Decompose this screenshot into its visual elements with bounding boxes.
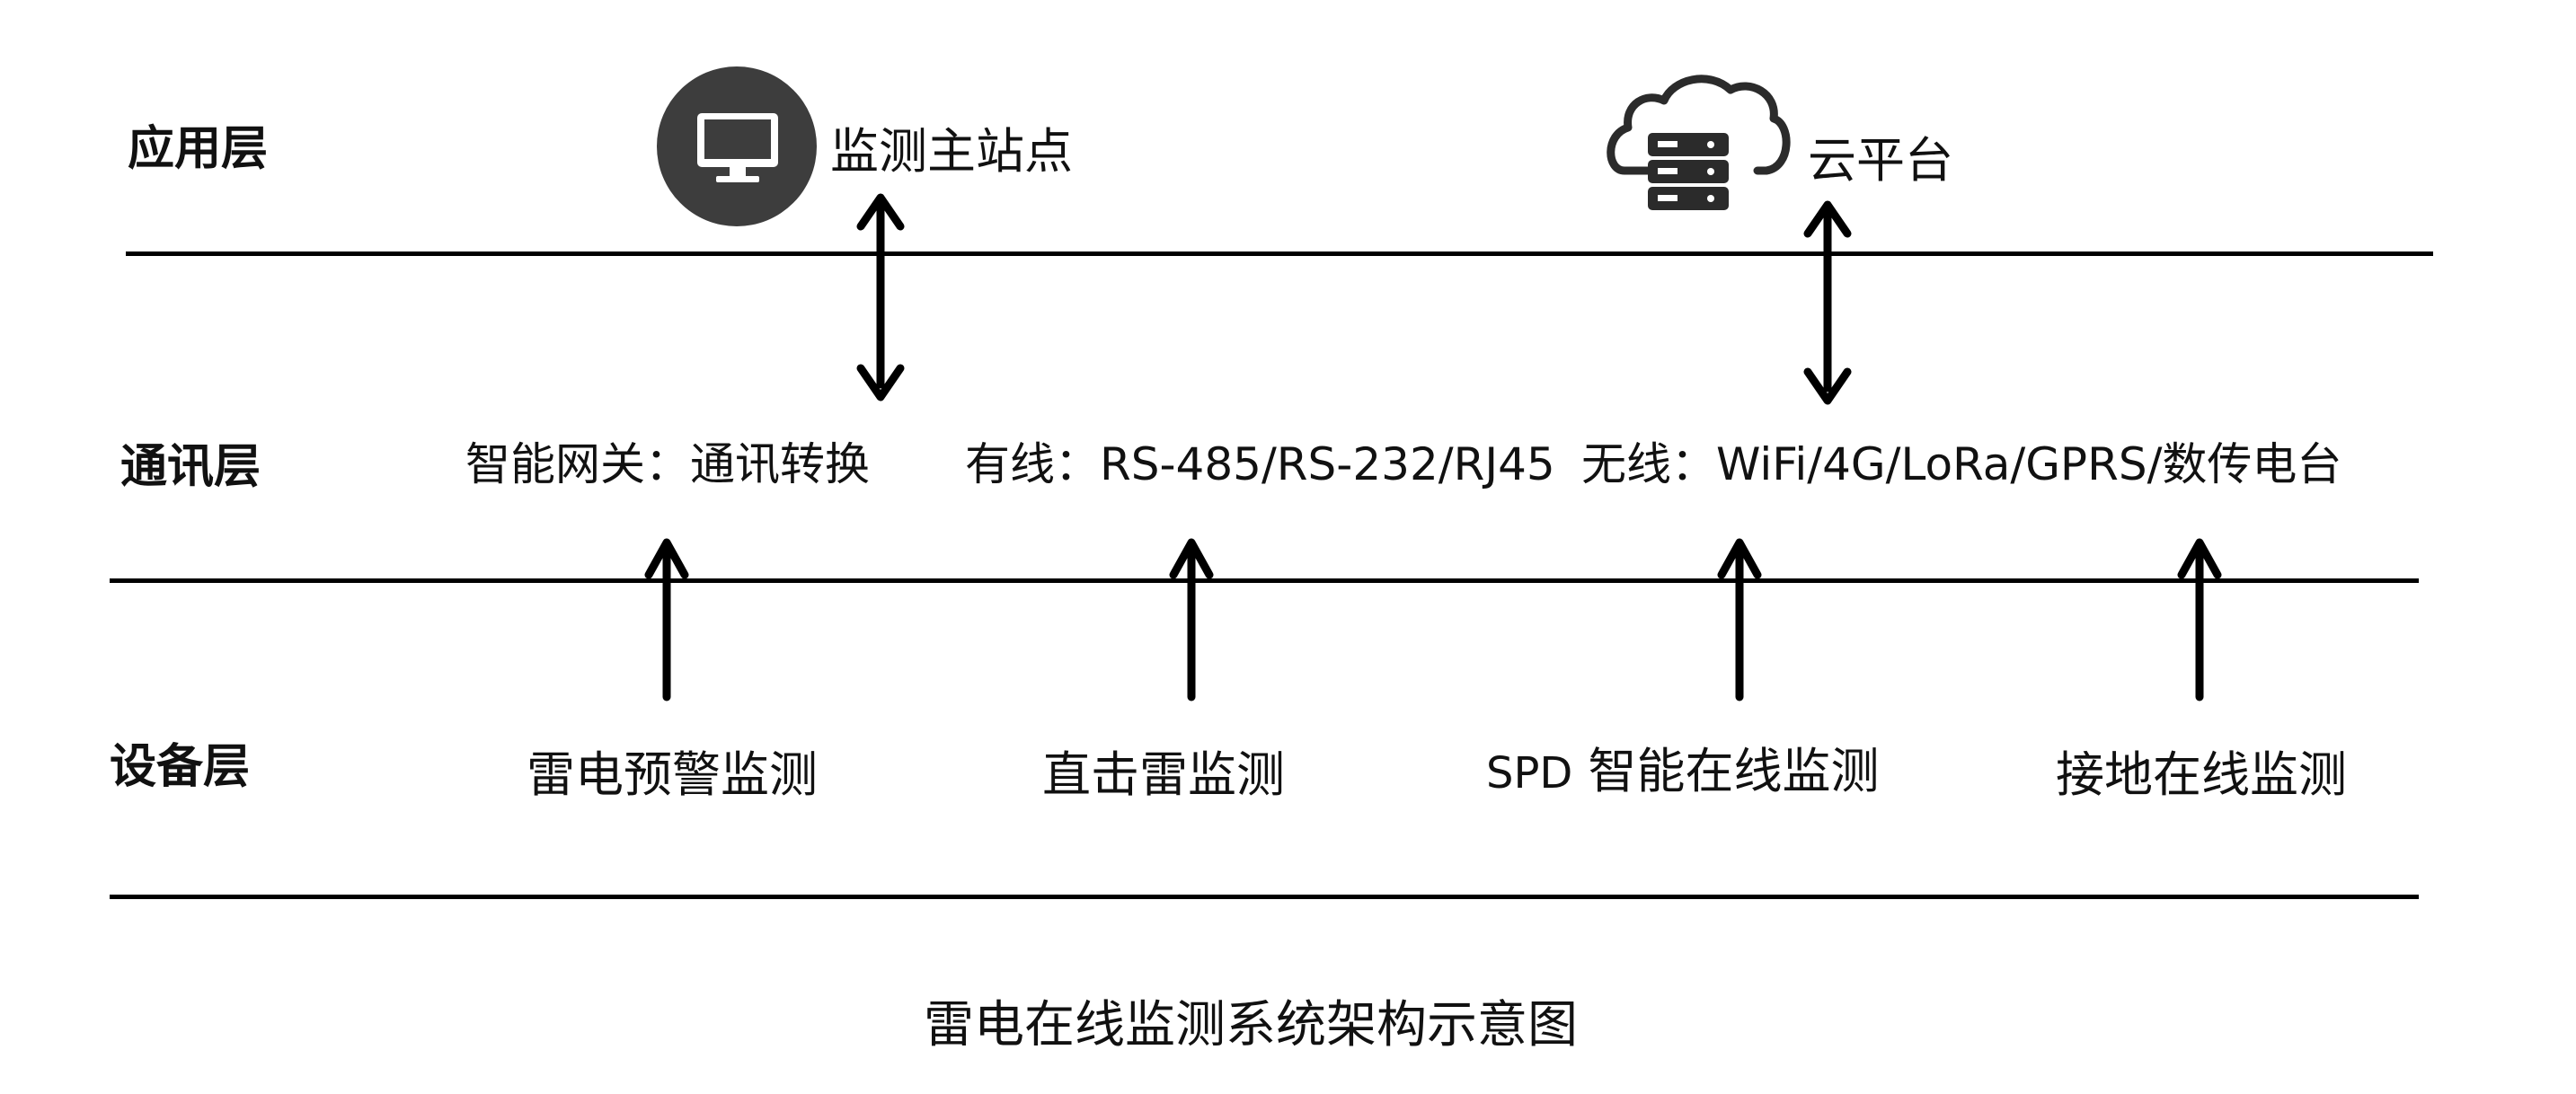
wireless-prefix: 无线： — [1581, 438, 1716, 490]
device-direct-strike: 直击雷监测 — [1042, 746, 1285, 803]
divider-communication-device — [110, 578, 2419, 583]
layer-label-application: 应用层 — [128, 121, 269, 176]
spd-suffix: 智能在线监测 — [1588, 743, 1880, 799]
wired-prefix: 有线： — [965, 438, 1100, 490]
divider-application-communication — [126, 251, 2433, 256]
arrow-monitor-bidirectional — [856, 193, 905, 401]
cloud-server-icon — [1607, 75, 1791, 210]
wireless-value: WiFi/4G/LoRa/GPRS/ — [1716, 438, 2163, 490]
gateway-value: 通讯转换 — [690, 438, 870, 490]
wireless-suffix: 数传电台 — [2162, 438, 2342, 490]
device-spd-monitoring: SPD 智能在线监测 — [1486, 747, 1880, 796]
arrow-up-lightning-warning — [644, 538, 689, 701]
layer-label-device: 设备层 — [110, 739, 251, 794]
divider-device-bottom — [110, 895, 2419, 899]
layer-label-communication: 通讯层 — [120, 439, 261, 494]
diagram-caption: 雷电在线监测系统架构示意图 — [924, 996, 1578, 1054]
spd-prefix: SPD — [1486, 748, 1573, 798]
arrow-cloud-bidirectional — [1803, 200, 1852, 405]
wired-value: RS-485/RS-232/RJ45 — [1100, 438, 1555, 490]
monitor-station-label: 监测主站点 — [830, 123, 1073, 180]
cloud-platform-label: 云平台 — [1808, 132, 1953, 189]
monitor-icon — [657, 66, 817, 226]
device-lightning-warning: 雷电预警监测 — [527, 746, 818, 803]
gateway-prefix: 智能网关： — [465, 438, 690, 490]
device-grounding: 接地在线监测 — [2056, 746, 2347, 803]
arrow-up-spd — [1717, 538, 1762, 701]
wireless-text: 无线：WiFi/4G/LoRa/GPRS/数传电台 — [1581, 442, 2341, 487]
gateway-text: 智能网关：通讯转换 — [465, 442, 870, 487]
wired-text: 有线：RS-485/RS-232/RJ45 — [965, 442, 1555, 487]
arrow-up-direct-strike — [1169, 538, 1214, 701]
arrow-up-grounding — [2177, 538, 2222, 701]
